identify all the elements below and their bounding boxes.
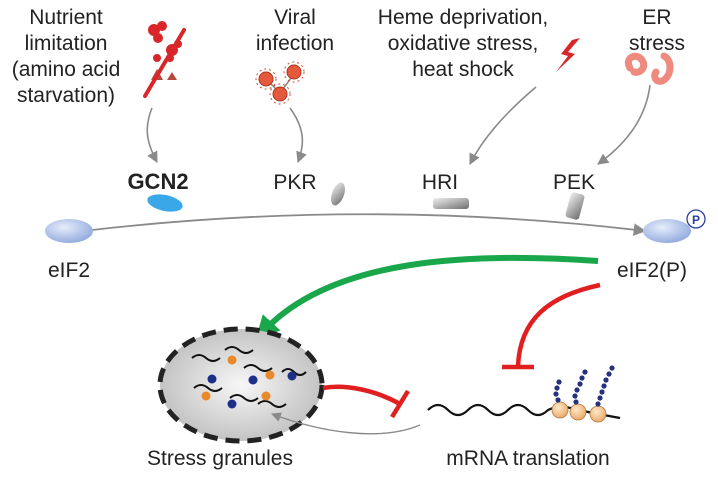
stressor-heme-line-2: oxidative stress, xyxy=(388,32,539,55)
stressor-nutrient-line-4: starvation) xyxy=(17,84,115,107)
eif2-oval xyxy=(45,219,93,243)
stressor-er-line-2: stress xyxy=(629,32,685,55)
amino-acid-starvation-icon xyxy=(143,21,186,98)
stressor-nutrient-line-3: (amino acid xyxy=(12,58,121,81)
polysome-mrna xyxy=(427,365,621,423)
stressor-viral-line-2: infection xyxy=(256,32,334,55)
green-arrow-eif2p-to-stress-granules xyxy=(255,254,599,341)
stress-granules-label: Stress granules xyxy=(147,447,293,470)
arrow-mrna-to-granules xyxy=(271,412,421,435)
eif2p-label: eIF2(P) xyxy=(617,259,687,282)
arrow-viral-to-pkr xyxy=(289,107,307,164)
kinase-label-gcn2: GCN2 xyxy=(127,169,188,194)
phosphate-symbol: P xyxy=(692,213,700,227)
lightning-bolt-icon xyxy=(556,38,580,72)
er-membrane-icon xyxy=(625,52,674,85)
kinase-label-hri: HRI xyxy=(422,171,458,194)
eif2-phosphorylation-arc xyxy=(91,213,647,236)
arrow-heme-to-hri xyxy=(469,86,537,166)
kinase-label-pkr: PKR xyxy=(273,171,316,194)
mrna-translation-label: mRNA translation xyxy=(446,447,609,470)
virus-particles-icon xyxy=(255,61,305,105)
stressor-heme-line-1: Heme deprivation, xyxy=(378,6,548,29)
eif2p-oval xyxy=(643,219,691,243)
arrow-er-to-pek xyxy=(597,84,651,165)
red-inhibition-granules-to-translation xyxy=(322,384,402,406)
stressor-nutrient-line-1: Nutrient xyxy=(29,6,103,29)
stressor-heme-line-3: heat shock xyxy=(412,58,514,81)
hri-kinase-shape xyxy=(433,198,469,209)
pkr-kinase-shape xyxy=(331,182,345,206)
stressor-nutrient-line-2: limitation xyxy=(25,32,108,55)
phosphate-badge xyxy=(686,209,706,229)
kinase-label-pek: PEK xyxy=(553,171,595,194)
stressor-er-line-1: ER xyxy=(642,6,671,29)
eif2-label: eIF2 xyxy=(48,259,90,282)
pek-kinase-shape xyxy=(565,192,585,220)
stressor-viral-line-1: Viral xyxy=(274,6,316,29)
arrow-nutrient-to-gcn2 xyxy=(146,107,158,163)
gcn2-kinase-shape xyxy=(147,194,183,212)
red-inhibition-bar-granules xyxy=(390,389,410,419)
stress-granule xyxy=(157,326,325,444)
red-inhibition-eif2p-to-translation xyxy=(515,282,601,367)
